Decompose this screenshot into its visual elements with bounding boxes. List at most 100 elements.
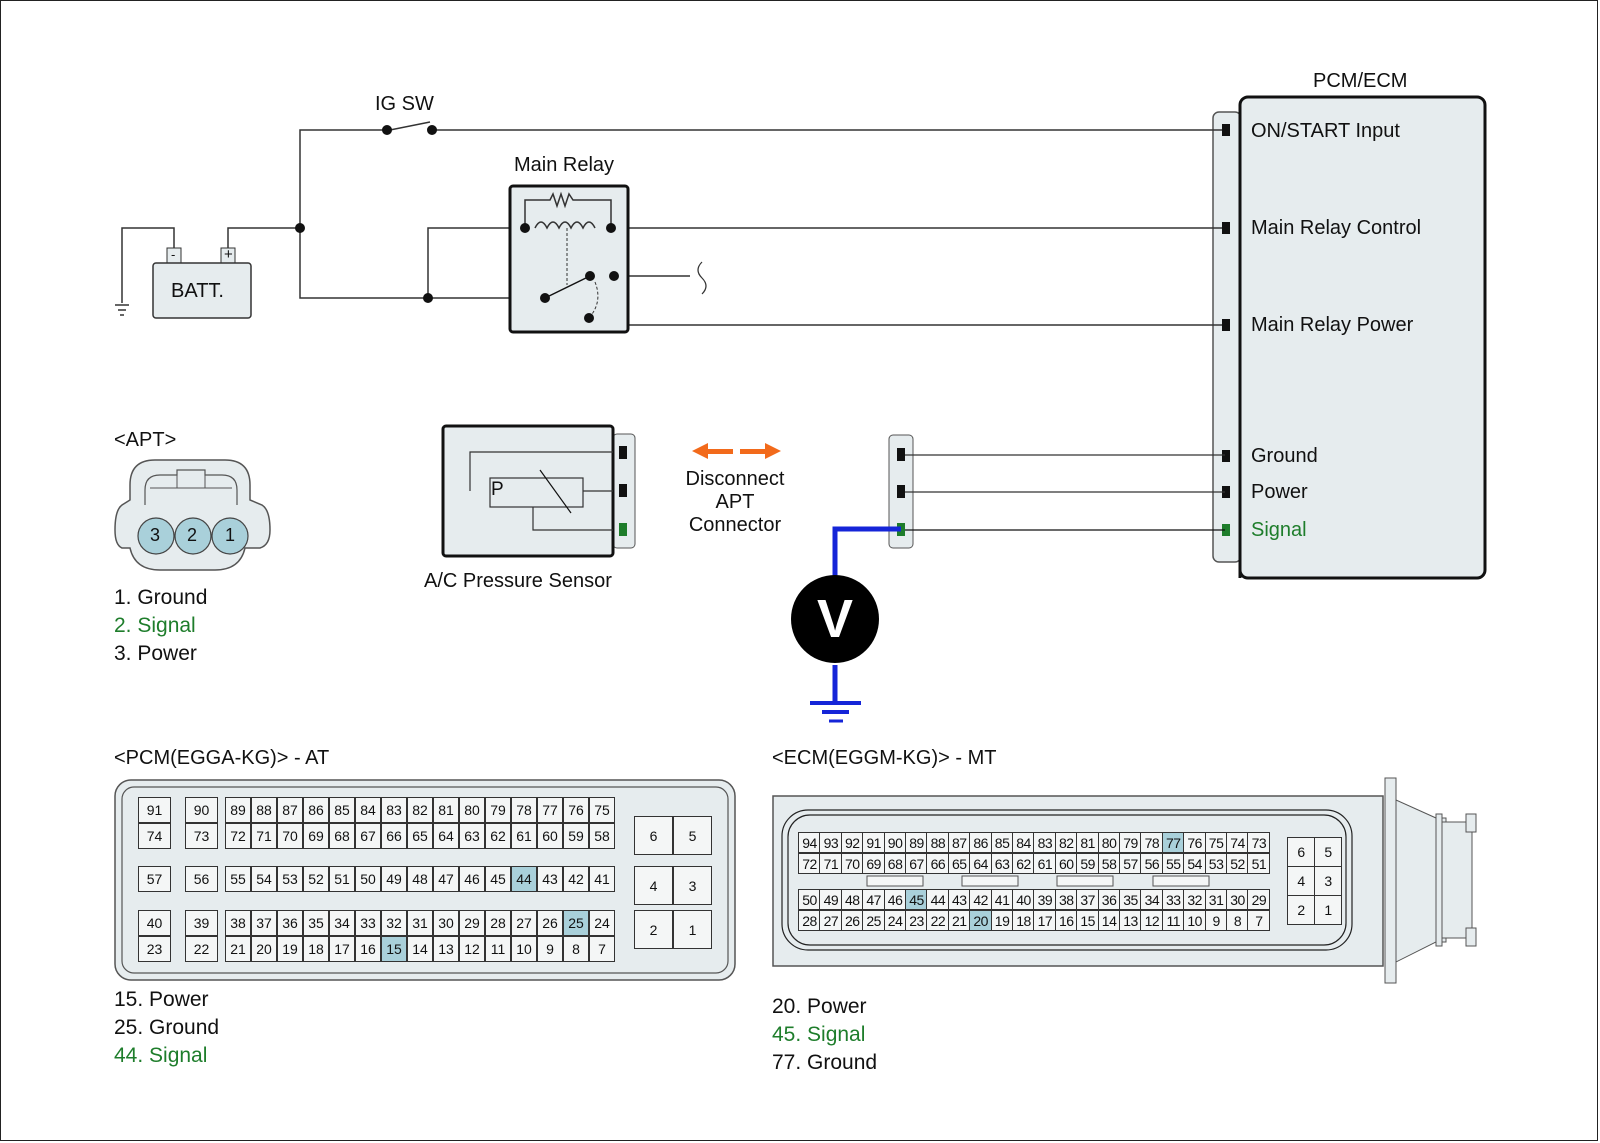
connector-pin-69: 69 bbox=[862, 853, 886, 874]
voltmeter-icon bbox=[791, 575, 879, 663]
connector-pin-6: 6 bbox=[1287, 837, 1315, 867]
connector-pin-78: 78 bbox=[511, 797, 537, 823]
connector-pin-79: 79 bbox=[1119, 832, 1142, 853]
connector-pin-58: 58 bbox=[589, 823, 615, 849]
ecu-terminal-label-signal: Signal bbox=[1251, 519, 1307, 541]
connector-pin-9: 9 bbox=[537, 936, 563, 962]
connector-pin-75: 75 bbox=[1204, 832, 1228, 853]
connector-pin-14: 14 bbox=[407, 936, 433, 962]
connector-pin-21: 21 bbox=[225, 936, 251, 962]
connector-pin-78: 78 bbox=[1140, 832, 1164, 853]
connector-pin-12: 12 bbox=[1140, 910, 1164, 931]
connector-pin-61: 61 bbox=[511, 823, 537, 849]
connector-pin-55: 55 bbox=[225, 866, 251, 892]
connector-pin-75: 75 bbox=[589, 797, 615, 823]
connector-pin-54: 54 bbox=[251, 866, 277, 892]
connector-pin-28: 28 bbox=[485, 910, 511, 936]
connector-pin-77: 77 bbox=[1161, 832, 1185, 853]
connector-pin-85: 85 bbox=[329, 797, 355, 823]
connector-pin-66: 66 bbox=[926, 853, 950, 874]
connector-pin-8: 8 bbox=[563, 936, 589, 962]
connector-pin-42: 42 bbox=[969, 889, 993, 910]
connector-pin-21: 21 bbox=[947, 910, 971, 931]
connector-pin-48: 48 bbox=[407, 866, 433, 892]
connector-pin-50: 50 bbox=[798, 889, 821, 910]
ac-pressure-sensor bbox=[441, 424, 636, 558]
connector-pin-58: 58 bbox=[1097, 853, 1121, 874]
connector-pin-45: 45 bbox=[905, 889, 928, 910]
connector-pin-76: 76 bbox=[563, 797, 589, 823]
pcm-pin-entry: 15. Power bbox=[114, 988, 209, 1011]
connector-pin-41: 41 bbox=[589, 866, 615, 892]
connector-pin-36: 36 bbox=[277, 910, 303, 936]
connector-pin-15: 15 bbox=[1076, 910, 1100, 931]
ecu-terminal-label: Ground bbox=[1251, 445, 1318, 467]
connector-pin-56: 56 bbox=[185, 866, 218, 892]
connector-pin-83: 83 bbox=[381, 797, 407, 823]
ecu-terminal-label: Power bbox=[1251, 481, 1308, 503]
disconnect-instruction: Disconnect APT Connector bbox=[685, 468, 785, 536]
main-relay bbox=[508, 184, 630, 334]
connector-pin-68: 68 bbox=[329, 823, 355, 849]
connector-pin-17: 17 bbox=[329, 936, 355, 962]
connector-pin-49: 49 bbox=[381, 866, 407, 892]
connector-pin-90: 90 bbox=[883, 832, 907, 853]
connector-pin-63: 63 bbox=[990, 853, 1014, 874]
connector-pin-22: 22 bbox=[185, 936, 218, 962]
connector-pin-62: 62 bbox=[485, 823, 511, 849]
ecm-pin-list: 20. Power 45. Signal 77. Ground bbox=[772, 993, 877, 1077]
connector-pin-23: 23 bbox=[138, 936, 171, 962]
connector-pin-61: 61 bbox=[1033, 853, 1057, 874]
connector-pin-13: 13 bbox=[1119, 910, 1142, 931]
connector-pin-18: 18 bbox=[303, 936, 329, 962]
connector-pin-1: 1 bbox=[673, 910, 712, 949]
connector-pin-66: 66 bbox=[381, 823, 407, 849]
connector-pin-57: 57 bbox=[138, 866, 171, 892]
connector-pin-20: 20 bbox=[251, 936, 277, 962]
connector-pin-24: 24 bbox=[883, 910, 907, 931]
apt-pin-number: 2 bbox=[187, 525, 198, 545]
connector-pin-90: 90 bbox=[185, 797, 218, 823]
connector-pin-44: 44 bbox=[511, 866, 537, 892]
connector-pin-82: 82 bbox=[407, 797, 433, 823]
connector-pin-72: 72 bbox=[225, 823, 251, 849]
connector-pin-79: 79 bbox=[485, 797, 511, 823]
voltmeter-symbol: V bbox=[816, 589, 854, 649]
connector-pin-5: 5 bbox=[673, 816, 712, 855]
connector-pin-18: 18 bbox=[1012, 910, 1035, 931]
connector-pin-14: 14 bbox=[1097, 910, 1121, 931]
connector-pin-11: 11 bbox=[485, 936, 511, 962]
connector-pin-53: 53 bbox=[1204, 853, 1228, 874]
connector-pin-68: 68 bbox=[883, 853, 907, 874]
connector-pin-26: 26 bbox=[537, 910, 563, 936]
sensor-element-label: P bbox=[491, 479, 504, 500]
connector-pin-19: 19 bbox=[990, 910, 1014, 931]
connector-pin-83: 83 bbox=[1033, 832, 1057, 853]
connector-pin-52: 52 bbox=[1226, 853, 1249, 874]
connector-pin-86: 86 bbox=[303, 797, 329, 823]
pcm-pin-entry: 44. Signal bbox=[114, 1044, 208, 1067]
connector-pin-84: 84 bbox=[355, 797, 381, 823]
connector-pin-55: 55 bbox=[1161, 853, 1185, 874]
connector-pin-85: 85 bbox=[990, 832, 1014, 853]
connector-pin-37: 37 bbox=[1076, 889, 1100, 910]
connector-pin-73: 73 bbox=[185, 823, 218, 849]
connector-pin-52: 52 bbox=[303, 866, 329, 892]
disconnect-arrows-icon bbox=[692, 443, 781, 459]
connector-pin-63: 63 bbox=[459, 823, 485, 849]
connector-pin-32: 32 bbox=[381, 910, 407, 936]
voltmeter-lead bbox=[810, 526, 901, 723]
connector-pin-65: 65 bbox=[407, 823, 433, 849]
connector-pin-74: 74 bbox=[1226, 832, 1249, 853]
connector-pin-37: 37 bbox=[251, 910, 277, 936]
connector-pin-43: 43 bbox=[947, 889, 971, 910]
apt-pin-number: 3 bbox=[150, 525, 161, 545]
connector-pin-28: 28 bbox=[798, 910, 821, 931]
connector-pin-4: 4 bbox=[634, 866, 673, 905]
connector-pin-17: 17 bbox=[1033, 910, 1057, 931]
connector-pin-69: 69 bbox=[303, 823, 329, 849]
connector-pin-45: 45 bbox=[485, 866, 511, 892]
power-wires bbox=[121, 121, 1225, 326]
connector-pin-31: 31 bbox=[407, 910, 433, 936]
connector-pin-93: 93 bbox=[819, 832, 843, 853]
